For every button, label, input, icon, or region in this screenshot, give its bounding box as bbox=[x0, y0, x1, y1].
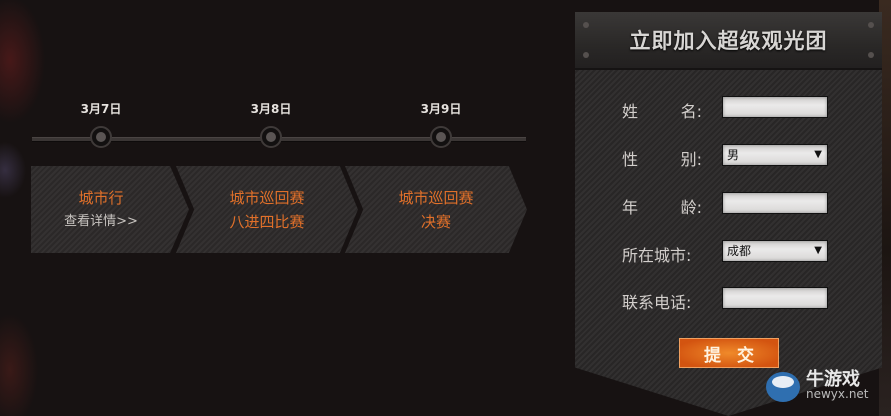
date-label: 3月7日 bbox=[80, 102, 122, 116]
timeline-step-city-tour[interactable]: 城市行 查看详情>> bbox=[31, 166, 189, 253]
watermark-cn: 牛游戏 bbox=[806, 369, 860, 390]
gender-label: 性别: bbox=[622, 150, 702, 169]
date-label: 3月8日 bbox=[250, 102, 292, 116]
dropdown-arrow-icon: ▼ bbox=[814, 245, 822, 256]
step-subtitle: 决赛 bbox=[420, 213, 451, 231]
form-title: 立即加入超级观光团 bbox=[629, 29, 828, 53]
rivet-icon bbox=[868, 22, 874, 28]
watermark: 牛游戏 newyx.net bbox=[766, 369, 869, 402]
gender-select[interactable]: 男 ▼ bbox=[722, 144, 828, 166]
city-value: 成都 bbox=[727, 244, 752, 258]
city-row: 所在城市: 成都 ▼ bbox=[622, 240, 832, 265]
rivet-icon bbox=[868, 52, 874, 58]
date-label: 3月9日 bbox=[420, 102, 462, 116]
cow-logo-icon bbox=[766, 372, 800, 402]
city-select[interactable]: 成都 ▼ bbox=[722, 240, 828, 262]
gender-value: 男 bbox=[727, 148, 740, 162]
step-subtitle: 八进四比赛 bbox=[229, 213, 305, 231]
submit-button[interactable]: 提交 bbox=[679, 338, 779, 368]
phone-input[interactable] bbox=[722, 287, 828, 309]
gender-row: 性别: 男 ▼ bbox=[622, 144, 832, 169]
timeline-step-quarterfinal[interactable]: 城市巡回赛 八进四比赛 bbox=[176, 166, 358, 253]
signup-form-panel: 立即加入超级观光团 姓名: 性别: 男 ▼ 年龄: 所在城市: 成都 ▼ bbox=[575, 12, 882, 416]
age-label: 年龄: bbox=[622, 198, 702, 217]
background-art-right bbox=[879, 0, 891, 416]
timeline-node-icon bbox=[430, 126, 452, 148]
step-title: 城市行 bbox=[78, 189, 124, 207]
name-row: 姓名: bbox=[622, 96, 832, 121]
name-label: 姓名: bbox=[622, 102, 702, 121]
timeline-node-icon bbox=[260, 126, 282, 148]
form-header: 立即加入超级观光团 bbox=[575, 12, 882, 70]
rivet-icon bbox=[583, 22, 589, 28]
age-input[interactable] bbox=[722, 192, 828, 214]
age-row: 年龄: bbox=[622, 192, 832, 217]
city-label: 所在城市: bbox=[622, 246, 692, 265]
name-input[interactable] bbox=[722, 96, 828, 118]
timeline-node-icon bbox=[90, 126, 112, 148]
view-details-link[interactable]: 查看详情>> bbox=[64, 214, 138, 229]
step-title: 城市巡回赛 bbox=[229, 189, 305, 207]
timeline-step-final[interactable]: 城市巡回赛 决赛 bbox=[345, 166, 527, 253]
dropdown-arrow-icon: ▼ bbox=[814, 149, 822, 160]
phone-label: 联系电话: bbox=[622, 293, 692, 312]
watermark-en: newyx.net bbox=[806, 387, 869, 401]
phone-row: 联系电话: bbox=[622, 287, 832, 312]
step-title: 城市巡回赛 bbox=[398, 189, 474, 207]
rivet-icon bbox=[583, 52, 589, 58]
